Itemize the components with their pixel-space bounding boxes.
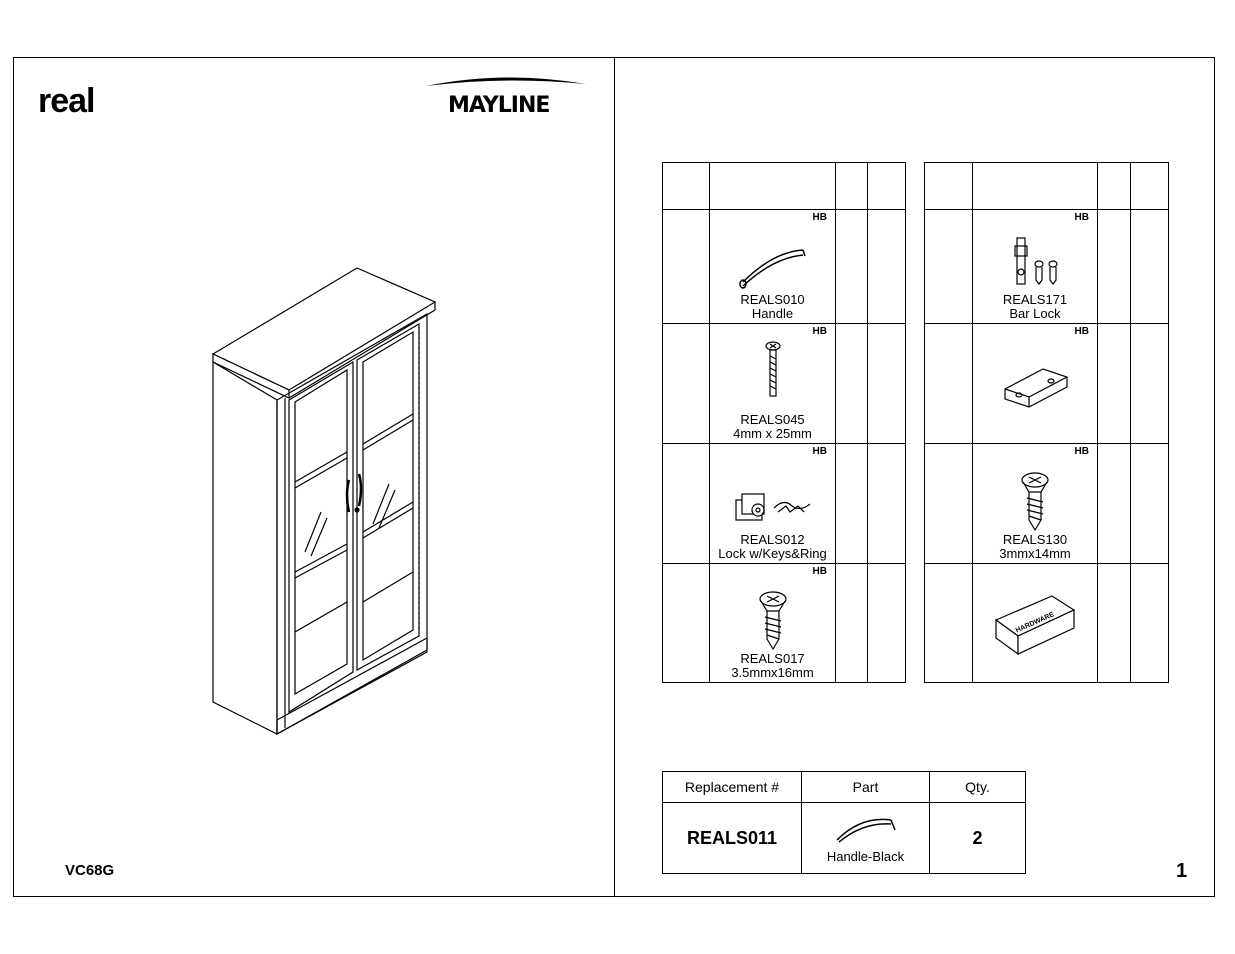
hardware-tag: HB xyxy=(812,566,827,577)
part-cell-reals171: HB REALS171 Bar Lock xyxy=(972,209,1098,324)
flat-head-screw-icon xyxy=(1021,472,1049,532)
part-code: REALS010 xyxy=(740,292,805,307)
part-cell-hardware-box: HARDWARE xyxy=(972,563,1098,683)
replacement-table: Replacement # Part Qty. REALS011 Handle-… xyxy=(662,771,1026,874)
model-number: VC68G xyxy=(65,862,115,879)
hardware-tag: HB xyxy=(1074,212,1089,223)
hardware-tag: HB xyxy=(812,326,827,337)
replacement-header: Replacement # xyxy=(662,771,802,803)
part-header: Part xyxy=(801,771,930,803)
part-code: REALS017 xyxy=(740,651,805,666)
hardware-tag: HB xyxy=(812,212,827,223)
handle-black-icon xyxy=(835,818,896,843)
qty-header: Qty. xyxy=(929,771,1026,803)
hardware-tag: HB xyxy=(1074,326,1089,337)
real-logo: real xyxy=(38,82,95,120)
part-cell-reals045: HB REALS045 4mm x 25mm xyxy=(709,323,836,444)
handle-icon xyxy=(738,249,806,289)
parts-table-right: HB REALS171 Bar Lock HB xyxy=(924,162,1169,683)
part-code: REALS171 xyxy=(1002,292,1068,307)
part-cell-reals012: HB REALS012 Lock w/Keys&Ring xyxy=(709,443,836,564)
replacement-qty: 2 xyxy=(929,802,1026,874)
mayline-swoosh-icon xyxy=(426,77,586,86)
part-code: REALS045 xyxy=(740,412,805,427)
replacement-part-cell: Handle-Black xyxy=(801,802,930,874)
page-number: 1 xyxy=(1176,860,1188,882)
hardware-box-icon: HARDWARE xyxy=(994,595,1076,656)
part-desc: 4mm x 25mm xyxy=(733,426,812,441)
part-desc: 3mmx14mm xyxy=(999,546,1071,561)
part-desc: Handle xyxy=(751,306,794,321)
hardware-tag: HB xyxy=(1074,446,1089,457)
part-cell-bracket: HB xyxy=(972,323,1098,444)
bracket-icon xyxy=(1004,367,1068,408)
lock-icon xyxy=(734,493,810,521)
part-code: REALS012 xyxy=(740,532,805,547)
glass-door-cabinet-icon xyxy=(211,267,437,736)
replacement-part-desc: Handle-Black xyxy=(826,849,905,864)
parts-table-left: HB REALS010 Handle HB REALS045 4mm x 25m… xyxy=(662,162,906,683)
part-cell-reals017: HB REALS017 3.5mmx16mm xyxy=(709,563,836,683)
part-cell-reals010: HB REALS010 Handle xyxy=(709,209,836,324)
part-desc: 3.5mmx16mm xyxy=(731,665,814,680)
flat-head-screw-icon xyxy=(758,591,787,651)
part-desc: Bar Lock xyxy=(1009,306,1061,321)
page-divider xyxy=(614,57,615,897)
bar-lock-icon xyxy=(1014,237,1058,285)
part-cell-reals130: HB REALS130 3mmx14mm xyxy=(972,443,1098,564)
part-desc: Lock w/Keys&Ring xyxy=(718,546,827,561)
replacement-code: REALS011 xyxy=(662,802,802,874)
mayline-logo: MAYLINE xyxy=(448,93,550,118)
part-code: REALS130 xyxy=(1002,532,1068,547)
hardware-tag: HB xyxy=(812,446,827,457)
screw-icon xyxy=(764,341,781,397)
